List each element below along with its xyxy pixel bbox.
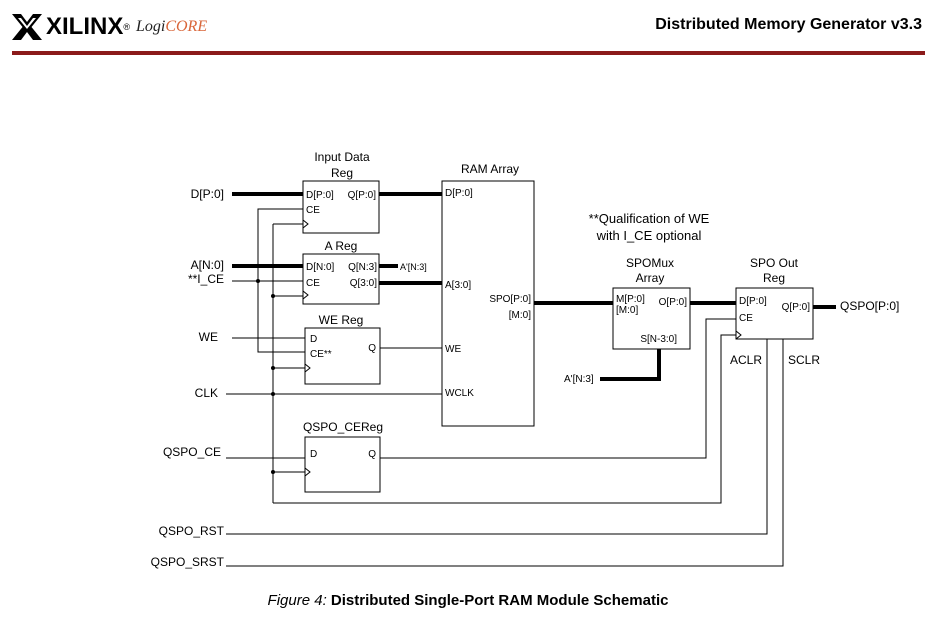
figure-caption: Figure 4: Distributed Single-Port RAM Mo… <box>0 592 936 609</box>
a-reg-ce-port: CE <box>306 278 320 289</box>
spomux-m2-port: [M:0] <box>616 305 638 316</box>
a-reg-d-port: D[N:0] <box>306 262 335 273</box>
xilinx-logo: XILINX ® LogiCORE <box>12 10 207 44</box>
ram-array-title: RAM Array <box>461 162 519 176</box>
a-reg-title: A Reg <box>325 239 358 253</box>
registered-mark: ® <box>123 22 130 32</box>
header-rule <box>12 51 925 55</box>
spo-reg-sclr-label: SCLR <box>788 353 820 367</box>
logicore-suffix: CORE <box>165 18 208 35</box>
wire-ice-to-input-ce <box>257 208 303 281</box>
input-reg-ce-port: CE <box>306 205 320 216</box>
we-qualification-note-2: with I_CE optional <box>596 228 702 243</box>
junction-clk-main <box>271 392 275 396</box>
spomux-o-port: O[P:0] <box>659 297 688 308</box>
qspo-cereg-q-port: Q <box>368 449 376 460</box>
we-reg-ce-port: CE** <box>310 349 332 360</box>
we-qualification-note-1: **Qualification of WE <box>589 211 710 226</box>
qspo-cereg-title: QSPO_CEReg <box>303 420 383 434</box>
mux-select-label: A'[N:3] <box>564 374 594 385</box>
input-reg-q-port: Q[P:0] <box>348 190 377 201</box>
spomux-block <box>612 287 691 350</box>
signal-qspo-srst-label: QSPO_SRST <box>151 555 225 569</box>
a-reg-high-output-label: A'[N:3] <box>400 262 427 272</box>
wire-qspo-rst <box>226 339 768 535</box>
wire-ice-to-we-ce <box>257 281 305 353</box>
logicore-prefix: Logi <box>135 18 166 35</box>
figure-label: Figure 4: <box>267 592 327 609</box>
input-data-reg-title-1: Input Data <box>314 150 370 164</box>
we-reg-title: WE Reg <box>319 313 364 327</box>
spomux-title-1: SPOMux <box>626 256 674 270</box>
spo-out-reg-title-2: Reg <box>763 271 785 285</box>
ram-we-port: WE <box>445 344 461 355</box>
a-reg-q1-port: Q[N:3] <box>348 262 377 273</box>
logicore-wordmark: LogiCORE <box>136 18 207 36</box>
qspo-cereg-block <box>304 436 381 493</box>
junction-ice <box>256 279 260 283</box>
we-reg-clock-marker <box>304 363 311 373</box>
a-reg-q2-port: Q[3:0] <box>350 278 377 289</box>
spo-reg-aclr-label: ACLR <box>730 353 762 367</box>
wire-qspo-cereg-to-spo-ce <box>380 318 736 459</box>
page-header: XILINX ® LogiCORE Distributed Memory Gen… <box>0 0 936 60</box>
wire-clk-to-spo-reg <box>273 334 736 504</box>
signal-d-label: D[P:0] <box>191 187 224 201</box>
signal-we-label: WE <box>199 330 218 344</box>
qspo-cereg-clock-marker <box>304 467 311 477</box>
spo-reg-d-port: D[P:0] <box>739 296 767 307</box>
bus-mux-select <box>600 349 661 381</box>
signal-qspo-ce-label: QSPO_CE <box>163 445 221 459</box>
ram-d-port: D[P:0] <box>445 188 473 199</box>
signal-a-label: A[N:0] <box>191 258 224 272</box>
ram-m-port: [M:0] <box>509 310 531 321</box>
we-reg-block <box>304 327 381 385</box>
spomux-s-port: S[N-3:0] <box>640 334 677 345</box>
we-reg-d-port: D <box>310 334 317 345</box>
signal-qspo-rst-label: QSPO_RST <box>159 524 225 538</box>
spomux-title-2: Array <box>636 271 665 285</box>
ram-array-block <box>441 180 535 427</box>
spo-out-reg-block <box>735 287 814 340</box>
input-data-reg-title-2: Reg <box>331 166 353 180</box>
spo-out-reg-title-1: SPO Out <box>750 256 799 270</box>
junction-clk-we-reg <box>271 366 275 370</box>
signal-clk-label: CLK <box>195 386 218 400</box>
wire-qspo-srst <box>226 339 784 567</box>
junction-clk-qspo-cereg <box>271 470 275 474</box>
junction-clk-a-reg <box>271 294 275 298</box>
spo-reg-ce-port: CE <box>739 313 753 324</box>
input-reg-clock-marker <box>302 219 309 229</box>
input-data-reg-block <box>302 180 380 234</box>
a-reg-clock-marker <box>302 290 309 300</box>
ram-wclk-port: WCLK <box>445 388 474 399</box>
ram-a-port: A[3:0] <box>445 280 471 291</box>
spo-reg-clock-marker <box>735 330 742 340</box>
figure-title: Distributed Single-Port RAM Module Schem… <box>330 592 669 609</box>
a-reg-block <box>302 253 380 305</box>
we-reg-q-port: Q <box>368 343 376 354</box>
brand-name: XILINX <box>46 13 124 40</box>
ram-spo-port: SPO[P:0] <box>489 294 531 305</box>
spomux-m1-port: M[P:0] <box>616 294 645 305</box>
xilinx-x-icon <box>12 14 42 40</box>
qspo-cereg-d-port: D <box>310 449 317 460</box>
input-reg-d-port: D[P:0] <box>306 190 334 201</box>
signal-qspo-out-label: QSPO[P:0] <box>840 299 899 313</box>
spo-reg-q-port: Q[P:0] <box>782 302 811 313</box>
document-title: Distributed Memory Generator v3.3 <box>655 16 922 33</box>
signal-ice-label: **I_CE <box>188 272 224 286</box>
